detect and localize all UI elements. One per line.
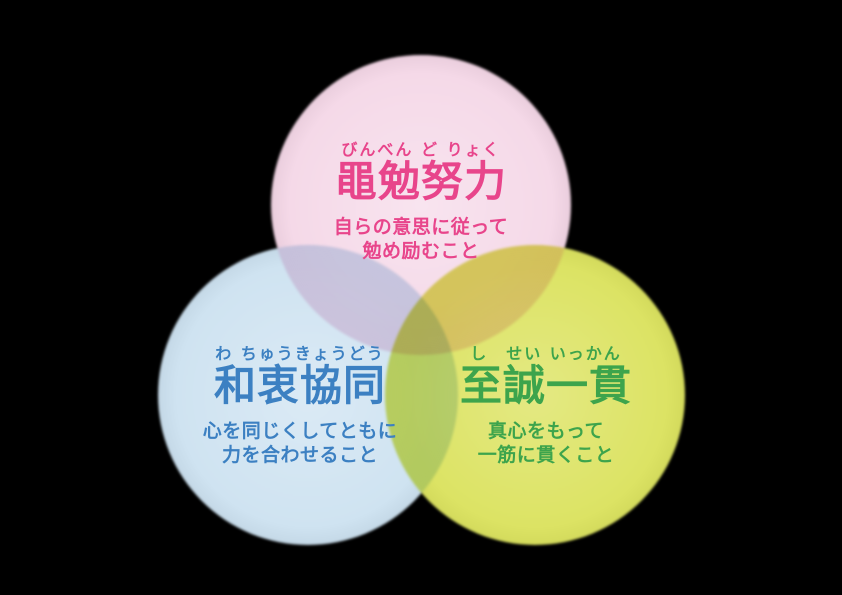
motto-wachu-kyodo: わ ちゅうきょうどう 和衷協同 心を同じくしてともに 力を合わせること [150, 344, 450, 467]
motto-shisei-ikkan: し せい いっかん 至誠一貫 真心をもって 一筋に貫くこと [396, 344, 696, 467]
motto-furigana: びんべん ど りょく [341, 140, 501, 159]
motto-furigana: わ ちゅうきょうどう [215, 344, 385, 363]
motto-description-line: 心を同じくしてともに [202, 420, 398, 442]
motto-description-line: 自らの意思に従って [333, 216, 509, 238]
motto-title: 黽勉努力 [334, 157, 507, 206]
motto-description: 真心をもって 一筋に貫くこと [396, 419, 696, 467]
motto-binben-doryoku: びんべん ど りょく 黽勉努力 自らの意思に従って 勉め励むこと [271, 140, 571, 263]
motto-description: 心を同じくしてともに 力を合わせること [150, 419, 450, 467]
motto-title: 至誠一貫 [459, 361, 632, 410]
motto-title: 和衷協同 [213, 361, 386, 410]
motto-description-line: 一筋に貫くこと [477, 444, 615, 466]
motto-description-line: 力を合わせること [221, 444, 378, 466]
motto-furigana: し せい いっかん [470, 344, 622, 363]
motto-description-line: 真心をもって [487, 420, 605, 442]
motto-description-line: 勉め励むこと [362, 240, 480, 262]
circle-shisei-ikkan [385, 245, 685, 545]
motto-description: 自らの意思に従って 勉め励むこと [271, 215, 571, 263]
